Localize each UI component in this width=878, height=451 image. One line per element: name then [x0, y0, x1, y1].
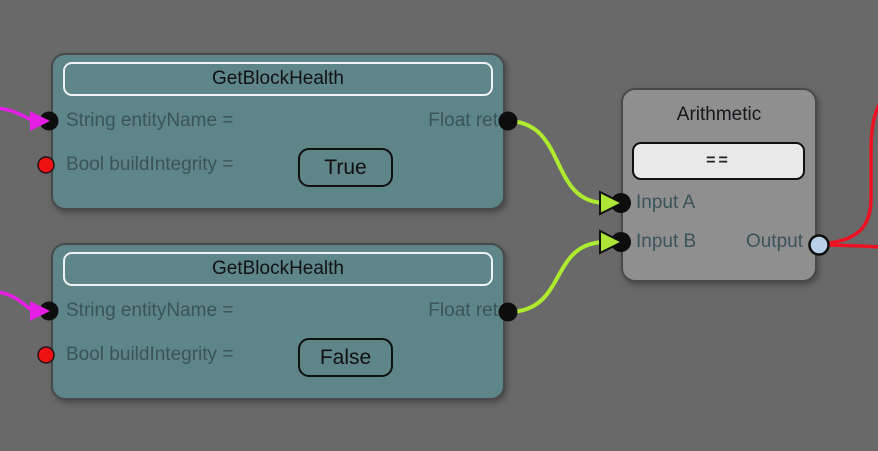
string-pin-arrow-2[interactable]	[30, 301, 50, 321]
wire-output-up[interactable]	[820, 103, 878, 246]
node-arithmetic[interactable]: Arithmetic == Input A Input B Output	[621, 88, 817, 282]
wire-string-input-1[interactable]	[0, 106, 34, 123]
node-title-box: GetBlockHealth	[63, 252, 493, 286]
operator-select[interactable]: ==	[632, 142, 805, 180]
input-b-pin-arrow[interactable]	[599, 229, 625, 255]
node-row: String entityName = Float ret	[66, 299, 498, 323]
wire-output-right[interactable]	[820, 243, 878, 249]
input-label-b: Input B	[636, 231, 697, 252]
input-label-a: Input A	[636, 192, 696, 213]
wire-float-to-input-a[interactable]	[507, 119, 607, 205]
input-label-buildintegrity: Bool buildIntegrity =	[66, 344, 234, 365]
bool-value: True	[324, 155, 367, 179]
node-title: GetBlockHealth	[211, 258, 344, 279]
node-row: Bool buildIntegrity =	[66, 153, 233, 177]
string-pin-arrow-1[interactable]	[30, 111, 50, 131]
output-label-float-ret: Float ret	[428, 110, 498, 131]
bool-value-box[interactable]: True	[298, 148, 393, 187]
bool-value-box[interactable]: False	[298, 338, 393, 377]
node-row: String entityName = Float ret	[66, 109, 498, 133]
input-a-pin-arrow[interactable]	[599, 190, 625, 216]
output-label-float-ret: Float ret	[428, 300, 498, 321]
bool-value: False	[319, 345, 372, 369]
node-getblockhealth-2[interactable]: GetBlockHealth String entityName = Float…	[51, 243, 505, 400]
wire-float-to-input-b[interactable]	[507, 240, 607, 314]
input-label-entityname: String entityName =	[66, 110, 234, 131]
output-label: Output	[745, 231, 803, 252]
operator-value: ==	[706, 152, 731, 169]
node-row: Input A	[636, 191, 695, 215]
node-getblockhealth-1[interactable]: GetBlockHealth String entityName = Float…	[51, 53, 505, 210]
node-row: Bool buildIntegrity =	[66, 343, 233, 367]
wire-string-input-2[interactable]	[0, 290, 35, 313]
input-label-buildintegrity: Bool buildIntegrity =	[66, 154, 234, 175]
node-title-box: GetBlockHealth	[63, 62, 493, 96]
node-title: Arithmetic	[676, 104, 762, 125]
node-title: GetBlockHealth	[211, 68, 344, 89]
input-label-entityname: String entityName =	[66, 300, 234, 321]
node-row: Input B Output	[636, 230, 803, 254]
